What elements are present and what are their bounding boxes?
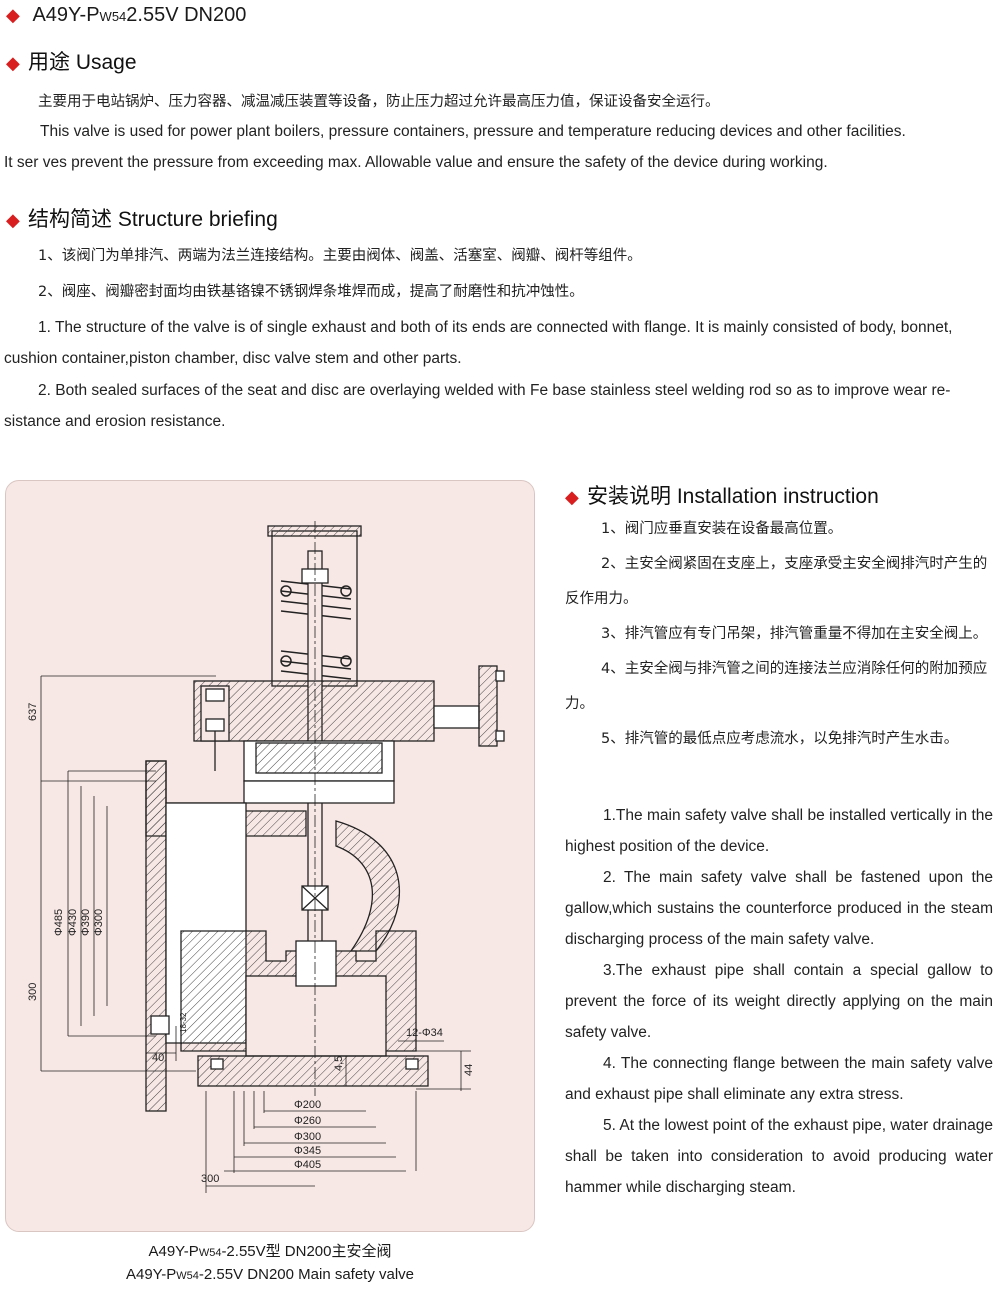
dim-b260: Φ260 — [294, 1115, 321, 1127]
diamond-bullet-icon: ◆ — [6, 210, 20, 230]
caption-en-prefix: A49Y-P — [125, 1266, 177, 1283]
dim-637: 637 — [27, 703, 39, 721]
dim-4-5: 4,5 — [333, 1056, 345, 1071]
side-outlet — [433, 705, 480, 729]
installation-heading-text: 安装说明 Installation instruction — [587, 485, 879, 508]
installation-zh-item: 4、主安全阀与排汽管之间的连接法兰应消除任何的附加预应力。 — [565, 661, 988, 712]
page-title: ◆ A49Y-PW542.55V DN200 — [6, 4, 246, 27]
dim-18-32: 18-32 — [179, 1012, 188, 1033]
dim-d430: Φ430 — [67, 909, 79, 936]
diamond-bullet-icon: ◆ — [565, 487, 579, 507]
valve-drawing: 637 300 Φ485 Φ430 Φ390 Φ300 40 18-32 4,5… — [27, 521, 505, 1193]
caption-zh-prefix: A49Y-P — [148, 1243, 199, 1260]
installation-en-item: 2. The main safety valve shall be fasten… — [565, 869, 993, 948]
installation-zh-item: 5、排汽管的最低点应考虑流水，以免排汽时产生水击。 — [601, 731, 959, 747]
installation-en-list: 1.The main safety valve shall be install… — [565, 800, 993, 1203]
installation-zh-list: 1、阀门应垂直安装在设备最高位置。 2、主安全阀紧固在支座上，支座承受主安全阀排… — [565, 512, 993, 757]
structure-zh-1: 1、该阀门为单排汽、两端为法兰连接结构。主要由阀体、阀盖、活塞室、阀瓣、阀杆等组… — [38, 248, 642, 264]
dim-bolts: 12-Φ34 — [406, 1027, 443, 1039]
installation-zh-item: 2、主安全阀紧固在支座上，支座承受主安全阀排汽时产生的反作用力。 — [565, 556, 988, 607]
dim-d390: Φ390 — [80, 909, 92, 936]
usage-en-line1: This valve is used for power plant boile… — [40, 123, 906, 140]
title-prefix: A49Y-P — [32, 4, 100, 26]
installation-en-item: 3.The exhaust pipe shall contain a speci… — [565, 962, 993, 1041]
installation-zh-item: 3、排汽管应有专门吊架，排汽管重量不得加在主安全阀上。 — [601, 626, 988, 642]
structure-zh-2: 2、阀座、阀瓣密封面均由铁基铬镍不锈钢焊条堆焊而成，提高了耐磨性和抗冲蚀性。 — [38, 284, 584, 300]
dim-b200: Φ200 — [294, 1099, 321, 1111]
installation-en-item: 5. At the lowest point of the exhaust pi… — [565, 1117, 993, 1196]
installation-zh-item: 1、阀门应垂直安装在设备最高位置。 — [601, 521, 843, 537]
usage-heading: ◆ 用途 Usage — [6, 46, 137, 76]
dim-300-width: 300 — [201, 1173, 219, 1185]
structure-heading-text: 结构简述 Structure briefing — [28, 208, 278, 231]
usage-heading-text: 用途 Usage — [28, 51, 137, 74]
bottom-flange — [197, 1055, 429, 1087]
diamond-bullet-icon: ◆ — [6, 5, 20, 25]
caption-zh-sub: W54 — [198, 1247, 222, 1259]
dim-d300-vertical: Φ300 — [93, 909, 105, 936]
caption-en: A49Y-PW54-2.55V DN200 Main safety valve — [10, 1266, 530, 1283]
title-suffix: 2.55V DN200 — [126, 4, 247, 26]
installation-en-item: 4. The connecting flange between the mai… — [565, 1055, 993, 1103]
drawing-panel: 637 300 Φ485 Φ430 Φ390 Φ300 40 18-32 4,5… — [5, 480, 535, 1232]
bonnet-flange — [193, 680, 435, 742]
dim-d485: Φ485 — [53, 909, 65, 936]
dim-b405: Φ405 — [294, 1159, 321, 1171]
dim-40: 40 — [152, 1052, 164, 1064]
structure-en-1-line2: cushion container,piston chamber, disc v… — [4, 350, 462, 367]
usage-zh: 主要用于电站锅炉、压力容器、减温减压装置等设备，防止压力超过允许最高压力值，保证… — [38, 94, 720, 110]
title-subscript: W54 — [99, 9, 127, 24]
structure-en-2-line1: 2. Both sealed surfaces of the seat and … — [38, 382, 951, 399]
caption-zh: A49Y-PW54-2.55V型 DN200主安全阀 — [10, 1240, 530, 1261]
installation-en-item: 1.The main safety valve shall be install… — [565, 807, 993, 855]
installation-heading: ◆ 安装说明 Installation instruction — [565, 480, 879, 510]
structure-en-2-line2: sistance and erosion resistance. — [4, 413, 226, 430]
dim-b345: Φ345 — [294, 1145, 321, 1157]
dim-300-height: 300 — [27, 983, 39, 1001]
dim-b300: Φ300 — [294, 1131, 321, 1143]
dim-44: 44 — [463, 1064, 475, 1076]
structure-en-1-line1: 1. The structure of the valve is of sing… — [38, 319, 953, 336]
structure-heading: ◆ 结构简述 Structure briefing — [6, 203, 278, 233]
caption-zh-suffix: -2.55V型 DN200主安全阀 — [221, 1243, 392, 1260]
usage-en-line2: It ser ves prevent the pressure from exc… — [4, 154, 828, 171]
valve-disc — [295, 940, 337, 987]
caption-en-suffix: -2.55V DN200 Main safety valve — [198, 1266, 415, 1283]
diamond-bullet-icon: ◆ — [6, 53, 20, 73]
caption-en-sub: W54 — [176, 1270, 199, 1282]
